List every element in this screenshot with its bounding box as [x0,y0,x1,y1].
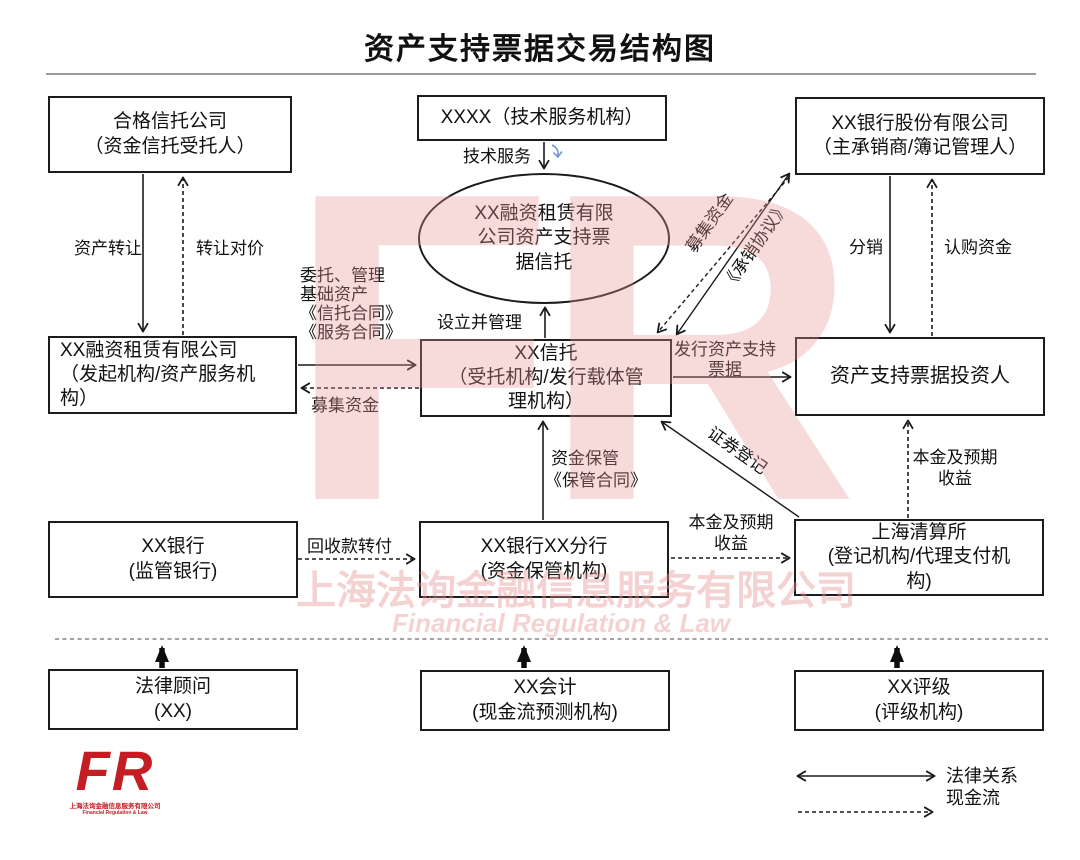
node-line: XX银行 [141,536,205,558]
node-line: 上海清算所 [871,522,967,544]
label-principal-to-clearing: 本金及预期 收益 [683,512,779,554]
node-line: 法律顾问 [134,676,211,698]
arrow-underwriting-agreement [675,172,791,336]
node-qualified-trust: 合格信托公司 （资金信托受托人） [48,96,292,173]
label-tech-service: 技术服务 [463,147,531,166]
node-supervising-bank: XX银行 (监管银行) [48,521,298,598]
label-line: 《信托合同》 [300,304,402,323]
label-entrust-manage: 委托、管理 基础资产 《信托合同》 《服务合同》 [300,266,402,342]
node-line: XX银行股份有限公司 [831,112,1009,134]
node-line: (资金保管机构) [480,560,608,582]
label-setup-manage: 设立并管理 [437,313,522,332]
node-accountant: XX会计 (现金流预测机构) [420,670,670,731]
label-distribution: 分销 [849,238,883,257]
node-line: （发起机构/资产服务机 [60,363,256,385]
node-line: 据信托 [515,251,573,273]
node-legal-counsel: 法律顾问 (XX) [48,669,298,730]
arrow-securities-registration [660,420,800,518]
label-line: 基础资产 [300,285,368,304]
label-line: 收益 [714,534,748,553]
legend-cash-label: 现金流 [946,788,1000,808]
label-line: 资金保管 [551,449,619,468]
node-line: (登记机构/代理支付机 [827,546,1011,568]
node-custodian-bank: XX银行XX分行 (资金保管机构) [419,521,669,598]
node-line: 理机构） [507,391,584,413]
node-line: 合格信托公司 [112,111,227,133]
node-line: 构） [60,388,99,410]
label-subscription-funds: 认购资金 [944,238,1012,257]
label-transfer-consideration: 转让对价 [196,239,264,258]
label-line: 本金及预期 [912,448,998,467]
brand-logo: FR 上海法询金融信息服务有限公司 Financial Regulation &… [60,739,170,817]
node-line: (XX) [154,700,192,722]
node-line: (监管银行) [128,560,218,582]
node-line: (评级机构) [874,701,964,723]
label-principal-to-investor: 本金及预期 收益 [907,447,1003,489]
node-line: XX融资租赁有限公司 [60,339,238,361]
logo-company-cn: 上海法询金融信息服务有限公司 [69,803,161,811]
label-line: 本金及预期 [688,513,774,532]
node-line: （主承销商/簿记管理人） [812,137,1028,158]
label-raised-funds-left: 募集资金 [311,396,379,415]
label-line: 票据 [708,360,742,379]
node-rating-agency: XX评级 (评级机构) [794,670,1044,731]
node-tech-service-org: XXXX（技术服务机构） [417,95,667,141]
node-trustee: XX信托 （受托机构/发行载体管 理机构） [420,339,672,417]
node-line: 公司资产支持票 [477,227,611,249]
page-title: 资产支持票据交易结构图 [364,33,716,66]
logo-fr-mark: FR [75,739,155,802]
label-asset-transfer: 资产转让 [74,239,142,258]
node-line: XX信托 [514,342,578,364]
node-clearing-house: 上海清算所 (登记机构/代理支付机 构) [794,519,1044,596]
label-line: 发行资产支持 [674,340,776,359]
title-rule [46,73,1036,75]
logo-company-en: Financial Regulation & Law [82,810,148,817]
label-line: 《保管合同》 [545,471,647,490]
legend-legal-label: 法律关系 [946,766,1018,786]
node-line: （受托机构/发行载体管 [448,366,644,388]
label-line: 《服务合同》 [300,323,402,342]
label-collection-transfer: 回收款转付 [307,537,392,556]
node-trust-ellipse: XX融资租赁有限 公司资产支持票 据信托 [418,173,670,304]
blue-annotation-mark [551,144,559,157]
label-issue-notes: 发行资产支持 票据 [672,340,778,380]
node-line: XX银行XX分行 [480,536,608,558]
node-lead-underwriter: XX银行股份有限公司 （主承销商/簿记管理人） [795,97,1045,175]
node-line: 资产支持票据投资人 [830,364,1010,387]
node-line: （资金信托受托人） [84,135,256,157]
node-investor: 资产支持票据投资人 [795,337,1045,416]
node-line: XX融资租赁有限 [474,203,614,225]
label-fund-custody: 资金保管 《保管合同》 [545,448,647,492]
node-line: XX评级 [887,677,951,699]
node-originator: XX融资租赁有限公司 （发起机构/资产服务机 构） [48,336,297,414]
node-line: 构) [906,570,932,592]
blue-annotation-mark-head [552,151,563,159]
node-line: XX会计 [513,677,577,699]
label-line: 委托、管理 [300,266,385,285]
node-line: XXXX（技术服务机构） [440,106,644,128]
node-line: (现金流预测机构) [472,701,618,723]
label-line: 收益 [938,469,972,488]
